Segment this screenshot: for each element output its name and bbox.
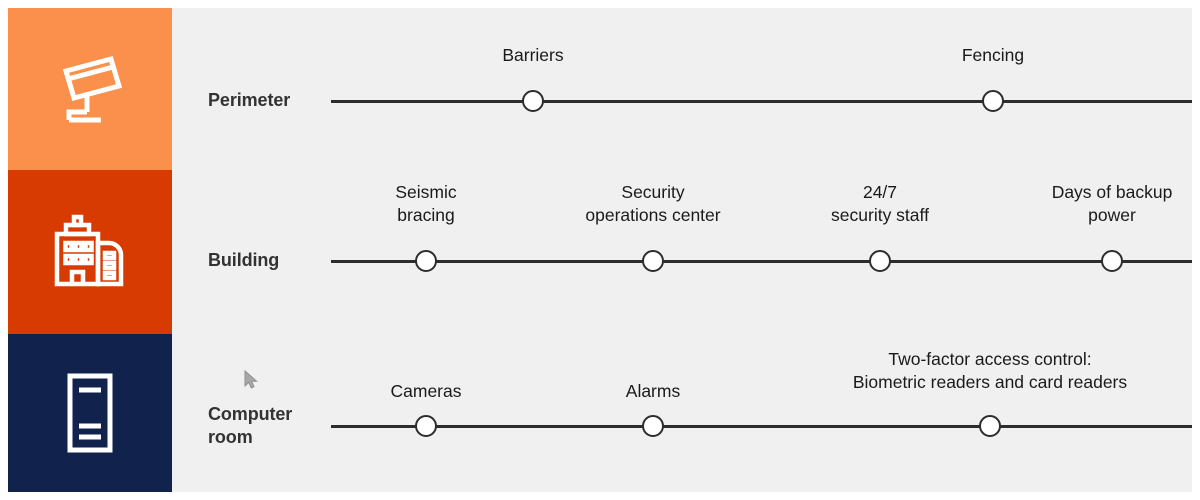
node-label-cameras: Cameras — [390, 381, 462, 401]
node-two-factor-access-control[interactable] — [979, 415, 1001, 437]
node-fencing[interactable] — [982, 90, 1004, 112]
node-barriers[interactable] — [522, 90, 544, 112]
node-cameras[interactable] — [415, 415, 437, 437]
node-security-operations-center[interactable] — [642, 250, 664, 272]
node-label-two-factor-access-control: Two-factor access control: Biometric rea… — [852, 349, 1128, 392]
node-seismic-bracing[interactable] — [415, 250, 437, 272]
server-rack-icon — [52, 370, 128, 456]
row-label-building: Building — [208, 250, 280, 270]
node-label-security-staff: 24/7 security staff — [831, 182, 929, 225]
row-label-perimeter: Perimeter — [208, 90, 291, 110]
rail-block-computer-room — [8, 334, 172, 492]
timeline-axis-computer-room — [331, 425, 1192, 428]
node-label-security-operations-center: Security operations center — [585, 182, 721, 225]
mouse-pointer-icon — [244, 369, 260, 392]
node-label-fencing: Fencing — [961, 45, 1025, 65]
rail-block-building — [8, 170, 172, 334]
node-security-staff[interactable] — [869, 250, 891, 272]
icon-rail — [8, 8, 172, 492]
office-building-icon — [48, 210, 132, 294]
timeline-axis-building — [331, 260, 1192, 263]
node-label-days-of-backup-power: Days of backup power — [1051, 182, 1173, 225]
row-label-computer-room: Computer room — [208, 404, 293, 447]
timeline-axis-perimeter — [331, 100, 1192, 103]
node-alarms[interactable] — [642, 415, 664, 437]
node-days-of-backup-power[interactable] — [1101, 250, 1123, 272]
node-label-seismic-bracing: Seismic bracing — [395, 182, 457, 225]
rail-block-perimeter — [8, 8, 172, 170]
timeline-panel: Perimeter Barriers Fencing Building Seis… — [172, 8, 1192, 492]
node-label-alarms: Alarms — [625, 381, 681, 401]
node-label-barriers: Barriers — [502, 45, 564, 65]
security-camera-icon — [49, 48, 131, 130]
